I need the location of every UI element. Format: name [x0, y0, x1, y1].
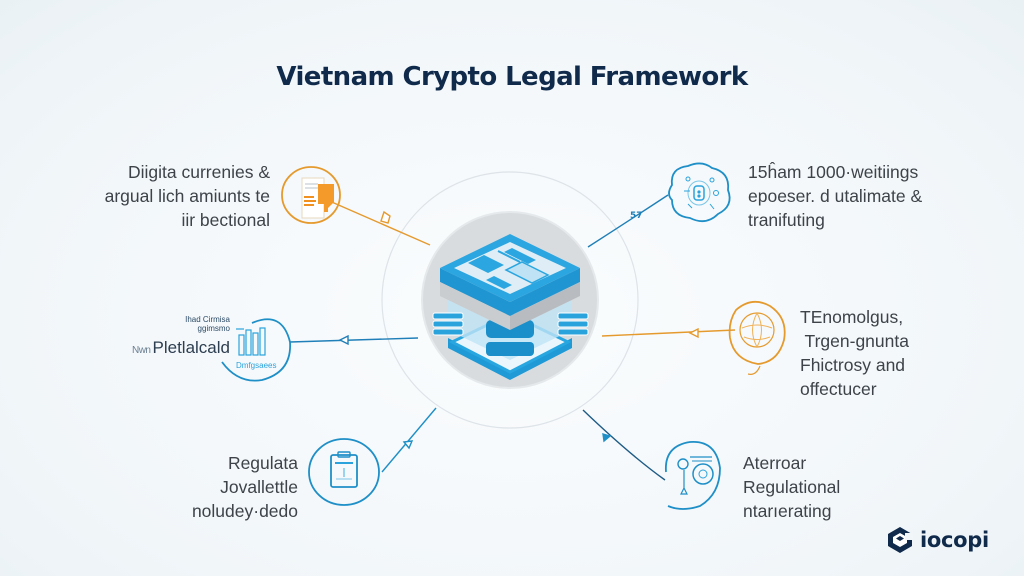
connector-mid-left [289, 337, 419, 343]
page-title: Vietnam Crypto Legal Framework [276, 62, 748, 92]
node-label-mid-right: TEnomolgus, Trgen-gnunta Fhictrosy and o… [800, 307, 909, 399]
arrow-marker-bottom-left [402, 440, 414, 450]
bar-chart-icon [221, 318, 291, 382]
node-label-top-left: Diigita currenies & argual lich amiunts … [104, 162, 270, 230]
connector-mid-right [601, 329, 736, 337]
arrow-marker-mid-left [338, 334, 349, 346]
gear-shield-icon [665, 441, 721, 510]
node-mini-text-mid-left: Ihad Cirmisa ggimsmo [185, 315, 230, 333]
brand-logo: iocopi [886, 526, 989, 554]
arrow-marker-bottom-right [602, 433, 612, 443]
node-label-bottom-left: Regulata Jovallettle noludey·dedo [191, 453, 298, 521]
outer-ring [381, 171, 639, 429]
connector-bottom-left [381, 407, 437, 473]
document-chart-icon [281, 166, 341, 224]
lock-network-icon [668, 162, 731, 223]
node-icon-caption-mid-left: Dmfgsaees [236, 361, 277, 370]
clipboard-icon [308, 438, 380, 506]
arrow-marker-mid-right [688, 327, 699, 339]
hexagon-logo-icon [888, 527, 913, 553]
globe-icon [728, 300, 786, 375]
arrow-marker-top-left [380, 210, 391, 224]
connector-top-left [317, 195, 431, 246]
brand-name: iocopi [920, 528, 989, 552]
node-label-top-right: 15ĥam 1000·weitiings epoeser. d utalimat… [748, 162, 923, 230]
layered-document-stack-icon [432, 234, 589, 380]
connector-label-top-right: 57 [630, 211, 643, 221]
connector-bottom-right [582, 409, 666, 481]
connector-top-right [587, 194, 669, 248]
node-label-bottom-right: Aterroar Regulational ntarıerating [743, 453, 841, 521]
